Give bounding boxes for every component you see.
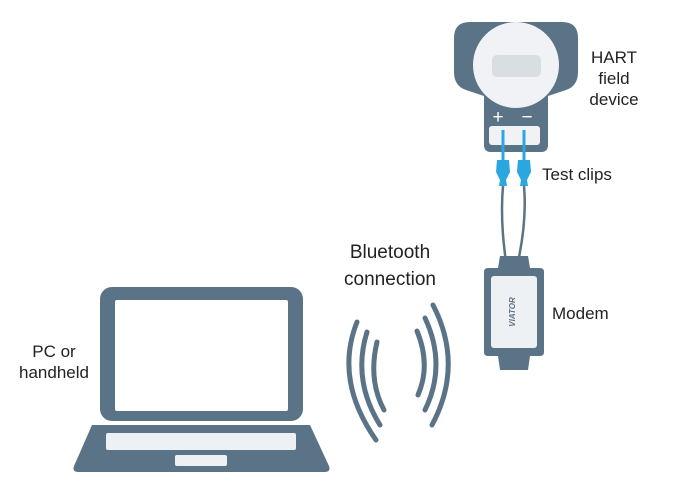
field-device-label-line-1: HART — [591, 48, 637, 67]
terminal-block — [489, 126, 540, 145]
test-clip-icon — [496, 160, 531, 186]
laptop-trackpad — [175, 455, 227, 466]
pc-label: PC or handheld — [12, 341, 96, 383]
terminal-plus: + — [492, 107, 503, 128]
modem-brand: VIATOR — [508, 297, 517, 327]
pc-label-line-1: PC or — [32, 342, 76, 361]
modem-face — [491, 276, 537, 348]
field-device-label-line-3: device — [589, 90, 639, 109]
test-clips-label: Test clips — [542, 165, 612, 184]
field-device-label-line-2: field — [598, 69, 630, 88]
laptop-icon — [73, 287, 330, 472]
bluetooth-label: Bluetooth connection — [330, 239, 450, 293]
terminal-minus: − — [521, 107, 532, 128]
bluetooth-label-line-2: connection — [344, 269, 436, 290]
field-device-label: HART field device — [578, 47, 650, 110]
pc-label-line-2: handheld — [19, 363, 89, 382]
modem-label: Modem — [552, 304, 609, 323]
modem-icon: VIATOR — [484, 256, 544, 370]
laptop-screen — [115, 300, 288, 411]
modem-wires — [500, 185, 526, 263]
test-leads — [501, 130, 526, 160]
device-display — [492, 55, 541, 77]
bluetooth-label-line-1: Bluetooth — [349, 242, 431, 263]
hart-device-icon: + − — [454, 22, 578, 152]
laptop-keyboard — [106, 433, 296, 450]
bluetooth-signal-icon — [346, 302, 451, 443]
